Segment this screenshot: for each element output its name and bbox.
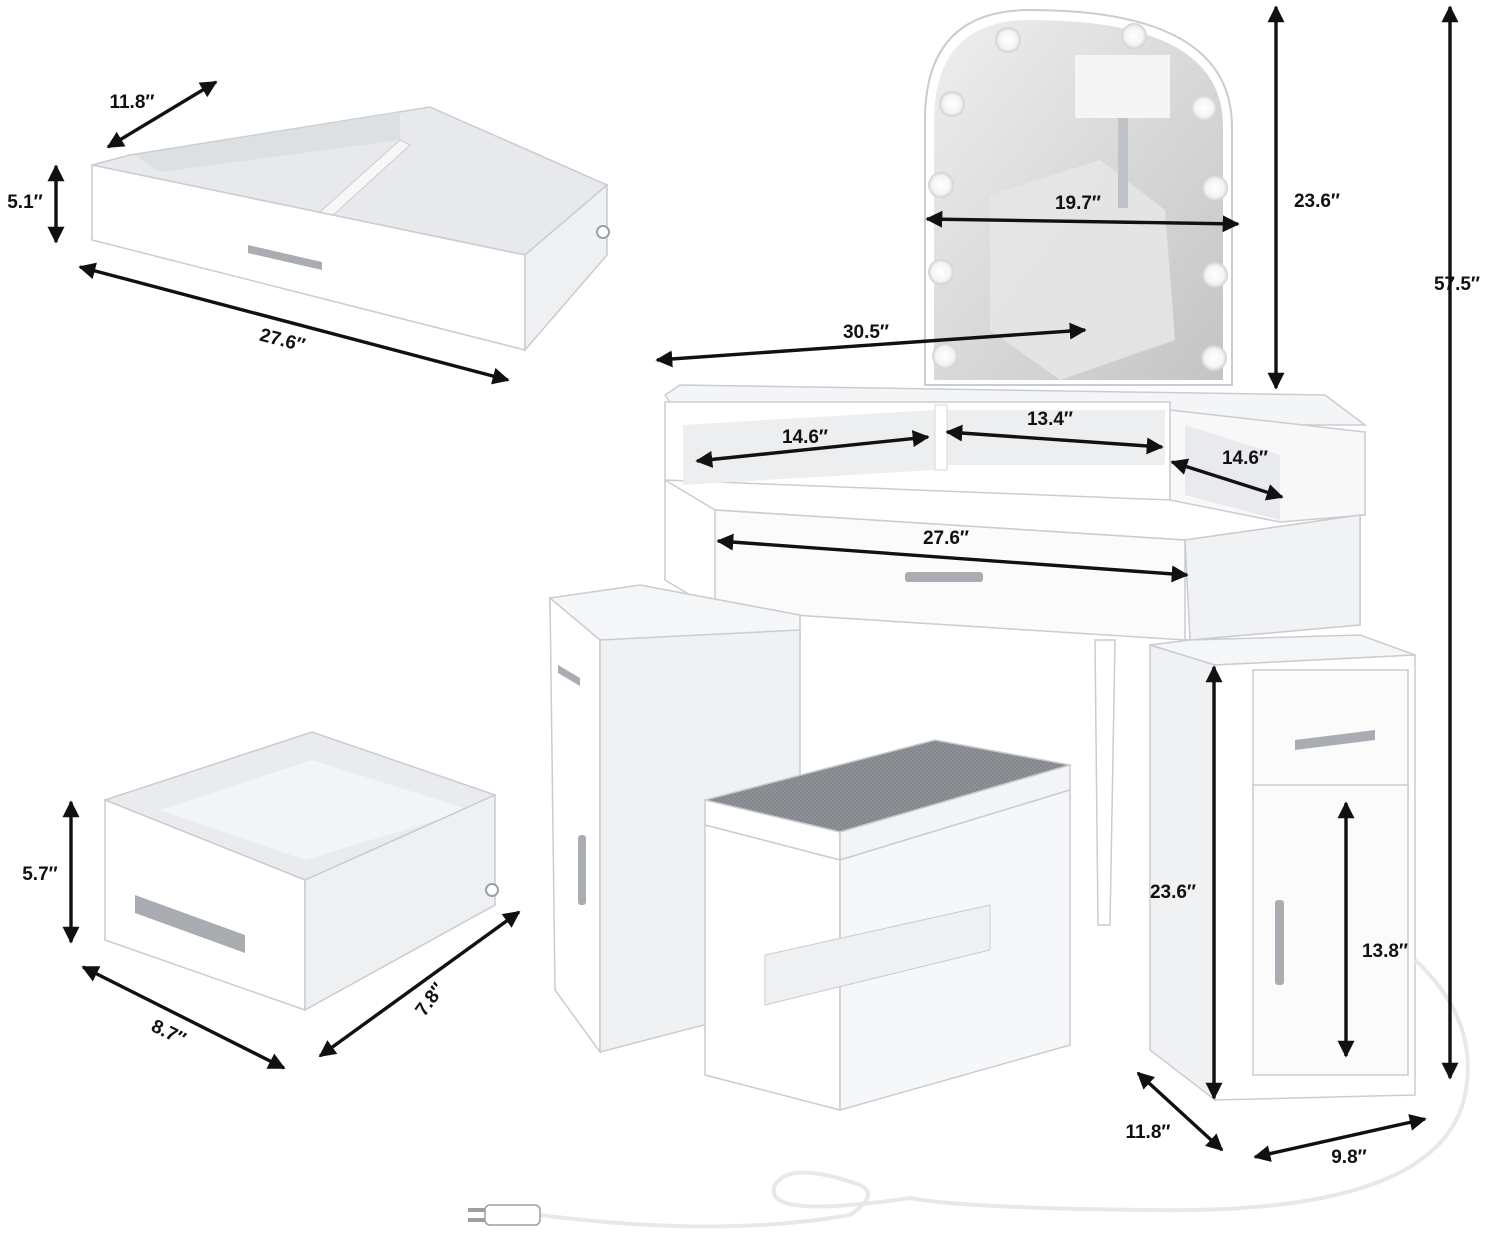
label-desk-width: 30.5″ bbox=[843, 322, 889, 343]
label-total-height: 57.5″ bbox=[1434, 274, 1480, 295]
bulb-icon bbox=[1202, 175, 1228, 201]
bulb-icon bbox=[1201, 345, 1227, 371]
dimension-arrows bbox=[47, 5, 1459, 1162]
small-drawer-illustration bbox=[91, 106, 610, 353]
bulb-icon bbox=[928, 172, 954, 198]
power-plug-icon bbox=[468, 1204, 541, 1226]
mirror-bulbs bbox=[928, 23, 1228, 371]
label-door-height: 13.8″ bbox=[1362, 941, 1408, 962]
label-shelf-left: 14.6″ bbox=[782, 427, 828, 448]
bulb-icon bbox=[1121, 23, 1147, 49]
bulb-icon bbox=[995, 27, 1021, 53]
bulb-icon bbox=[1202, 262, 1228, 288]
label-cabinet-height: 23.6″ bbox=[1150, 882, 1196, 903]
label-cabinet-depth: 11.8″ bbox=[1125, 1122, 1170, 1143]
label-shelf-right: 14.6″ bbox=[1222, 448, 1268, 469]
label-small-drawer-height: 5.1″ bbox=[7, 192, 43, 213]
label-cabinet-width: 9.8″ bbox=[1331, 1147, 1367, 1168]
drawer-handle-icon bbox=[135, 895, 245, 953]
label-small-drawer-width: 27.6″ bbox=[257, 325, 307, 357]
label-mirror-height: 23.6″ bbox=[1294, 191, 1340, 212]
label-shelf-middle: 13.4″ bbox=[1027, 409, 1073, 430]
label-small-drawer-depth: 11.8″ bbox=[109, 92, 154, 113]
bulb-icon bbox=[932, 343, 958, 369]
bulb-icon bbox=[939, 91, 965, 117]
label-mirror-width: 19.7″ bbox=[1055, 193, 1101, 214]
stool bbox=[704, 739, 1071, 1111]
drawer-handle-icon bbox=[905, 572, 983, 582]
bulb-icon bbox=[928, 259, 954, 285]
label-cabinet-drawer-height: 5.7″ bbox=[22, 864, 58, 885]
bulb-icon bbox=[1191, 95, 1217, 121]
label-cabinet-drawer-width: 8.7″ bbox=[148, 1016, 189, 1050]
vanity-illustration bbox=[468, 8, 1470, 1229]
label-desk-drawer-width: 27.6″ bbox=[923, 528, 969, 549]
